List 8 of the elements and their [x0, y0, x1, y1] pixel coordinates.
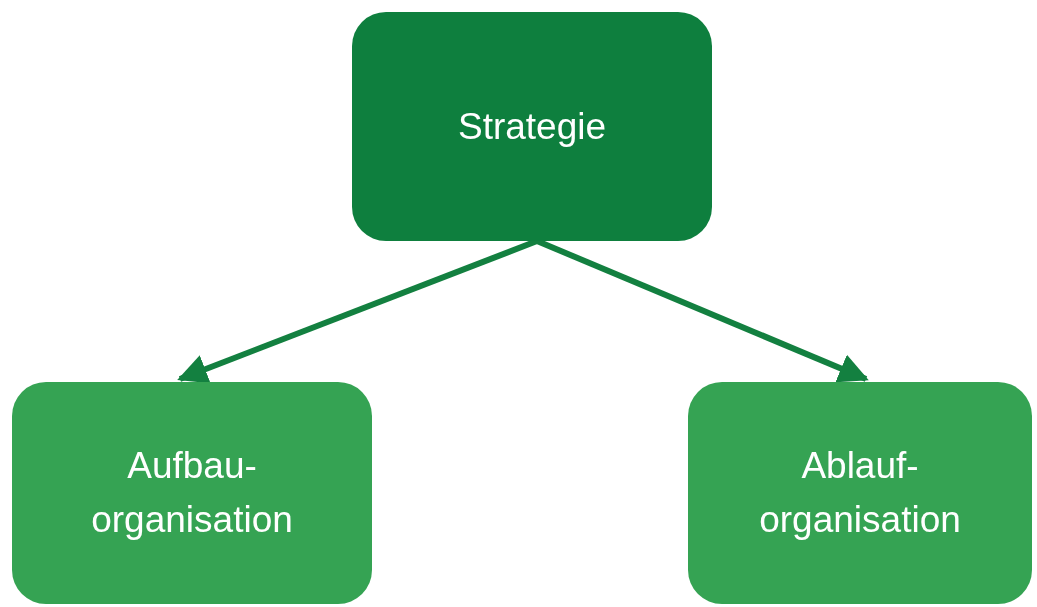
process-box [12, 382, 372, 604]
arrow [177, 238, 539, 384]
box-label: Aufbau-organisation [90, 444, 294, 542]
arrow [535, 238, 869, 383]
process-box [688, 382, 1032, 604]
box-label: Ablauf-organisation [758, 444, 962, 542]
process-box [352, 12, 712, 241]
box-label: Strategie [457, 104, 607, 149]
